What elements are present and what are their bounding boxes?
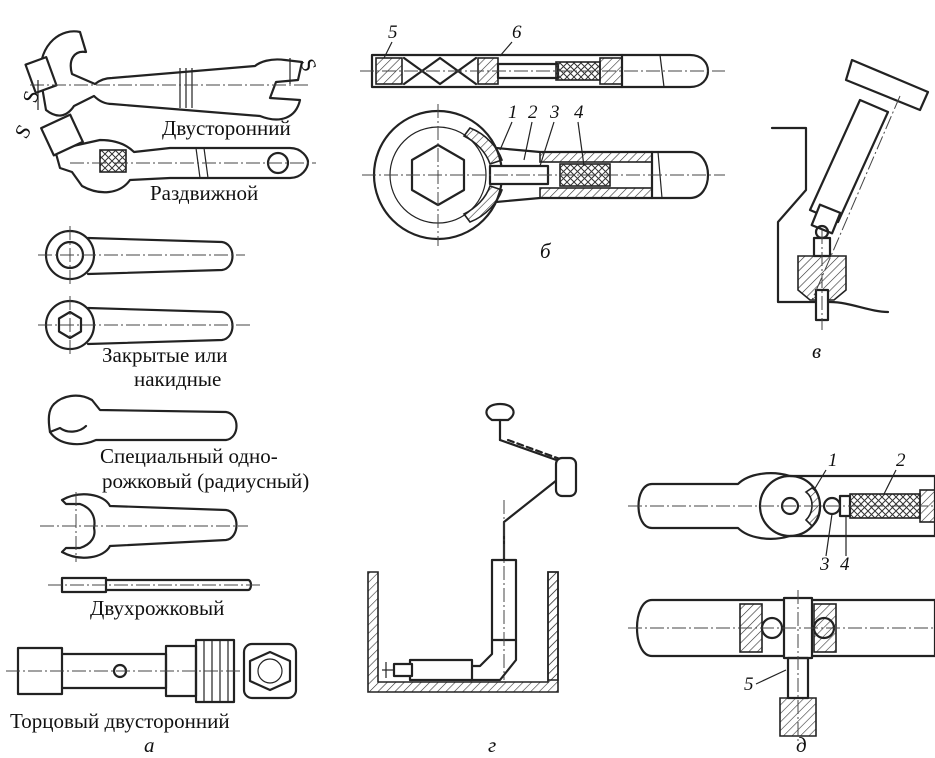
label-adjustable: Раздвижной: [150, 181, 258, 205]
brace-wrench-in-recess: [367, 402, 578, 693]
callout-b-5: 5: [388, 22, 398, 43]
panel-letter-d: д: [796, 733, 807, 757]
adjustable-wrench: [40, 113, 316, 194]
callout-b-6: 6: [512, 22, 522, 43]
callout-b-1: 1: [508, 102, 518, 123]
cardan-socket-wrench: [770, 58, 930, 330]
ratchet-wrench-section: [628, 472, 935, 744]
panel-letter-b: б: [540, 239, 552, 263]
label-special-line1: Специальный одно-: [100, 444, 278, 468]
box-wrench-12-point: [38, 226, 245, 284]
label-special-line2: рожковый (радиусный): [102, 469, 309, 493]
panel-letter-g: г: [488, 733, 496, 757]
panel-letter-a: а: [144, 733, 155, 757]
hook-spanner-wrench: [47, 394, 238, 446]
callout-d-5: 5: [744, 674, 754, 695]
two-horn-wrench: [40, 492, 248, 562]
callout-d-2: 2: [896, 450, 906, 471]
label-closed-line2: накидные: [134, 367, 221, 391]
callout-b-4: 4: [574, 102, 584, 123]
callout-b-3: 3: [549, 102, 560, 123]
callout-d-1: 1: [828, 450, 838, 471]
pin-key: [48, 576, 260, 594]
callout-d-4: 4: [840, 554, 850, 575]
double-sided-open-wrench: [24, 30, 310, 121]
label-closed-line1: Закрытые или: [102, 343, 227, 367]
label-double-sided: Двусторонний: [162, 116, 291, 140]
torque-wrench-section-top: [360, 53, 725, 89]
torque-wrench-ring-section: [362, 104, 725, 246]
size-mark-right: S: [295, 56, 322, 75]
size-mark-adjustable: S: [10, 120, 37, 142]
double-socket-wrench: [6, 638, 298, 704]
box-wrench-hex: [38, 296, 252, 354]
label-two-horn: Двухрожковый: [90, 596, 224, 620]
callout-b-2: 2: [528, 102, 538, 123]
callout-d-3: 3: [819, 554, 830, 575]
panel-letter-v: в: [812, 339, 821, 363]
label-socket-double: Торцовый двусторонний: [10, 709, 230, 733]
